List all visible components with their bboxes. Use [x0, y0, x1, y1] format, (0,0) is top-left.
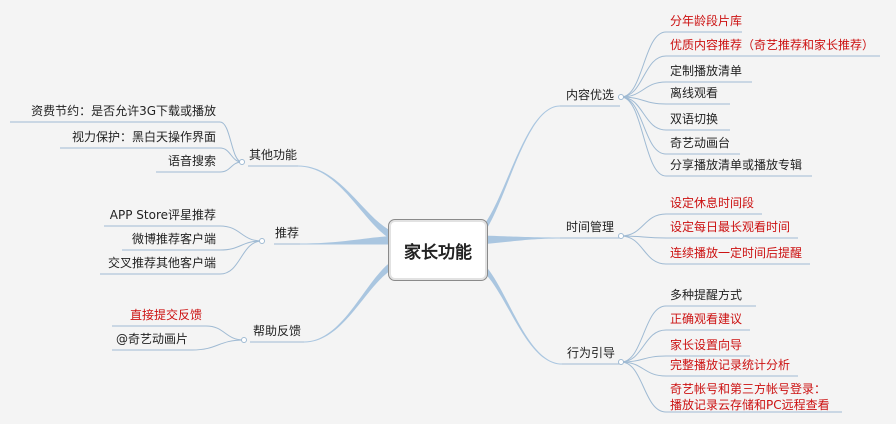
topic-feedback-1[interactable]: @奇艺动画片 — [116, 332, 189, 346]
branch-label-behavior[interactable]: 行为引导 — [566, 346, 615, 360]
branch-collapse-handle-recommend — [259, 238, 265, 244]
branch-label-other[interactable]: 其他功能 — [248, 148, 297, 162]
item-connector — [219, 225, 263, 242]
topic-behavior-4-line2[interactable]: 播放记录云存储和PC远程查看 — [670, 398, 830, 412]
branch-connector-other — [298, 165, 408, 245]
item-connector — [620, 55, 667, 98]
central-topic[interactable]: 家长功能 — [388, 219, 488, 281]
topic-other-1[interactable]: 视力保护：黑白天操作界面 — [71, 130, 216, 144]
topic-time-1[interactable]: 设定每日最长观看时间 — [670, 220, 791, 234]
central-topic-label: 家长功能 — [404, 242, 472, 263]
item-connector — [219, 121, 243, 163]
topic-content-1[interactable]: 优质内容推荐（奇艺推荐和家长推荐） — [670, 38, 875, 52]
branch-label-content[interactable]: 内容优选 — [565, 88, 614, 102]
topic-content-0[interactable]: 分年龄段片库 — [670, 14, 743, 28]
topic-behavior-0[interactable]: 多种提醒方式 — [670, 288, 743, 302]
branch-label-feedback[interactable]: 帮助反馈 — [252, 324, 301, 338]
branch-connector-feedback — [304, 255, 408, 343]
item-connector — [620, 213, 667, 237]
topic-other-2[interactable]: 语音搜索 — [167, 154, 216, 168]
topic-behavior-1[interactable]: 正确观看建议 — [670, 312, 743, 326]
topic-content-2[interactable]: 定制播放清单 — [670, 64, 743, 78]
branch-collapse-handle-behavior — [618, 359, 624, 365]
topic-time-2[interactable]: 连续播放一定时间后提醒 — [670, 246, 803, 260]
topic-content-6[interactable]: 分享播放清单或播放专辑 — [670, 158, 803, 172]
branch-collapse-handle-other — [239, 159, 245, 165]
topic-recommend-1[interactable]: 微博推荐客户端 — [131, 232, 216, 246]
branch-label-time[interactable]: 时间管理 — [565, 220, 614, 234]
topic-behavior-2[interactable]: 家长设置向导 — [670, 338, 743, 352]
topic-behavior-3[interactable]: 完整播放记录统计分析 — [670, 358, 791, 372]
item-connector — [620, 96, 667, 177]
branch-collapse-handle-feedback — [241, 337, 247, 343]
item-connector — [191, 339, 245, 351]
topic-recommend-0[interactable]: APP Store评星推荐 — [109, 208, 216, 222]
item-connector — [205, 325, 245, 341]
topic-other-0[interactable]: 资费节约：是否允许3G下载或播放 — [31, 104, 216, 118]
branch-label-recommend[interactable]: 推荐 — [274, 226, 299, 240]
item-connector — [219, 147, 243, 163]
item-connector — [620, 329, 667, 363]
item-connector — [219, 240, 263, 275]
item-connector — [620, 81, 667, 98]
branch-collapse-handle-content — [618, 94, 624, 100]
topic-behavior-4[interactable]: 奇艺帐号和第三方帐号登录： — [670, 382, 827, 396]
item-connector — [620, 96, 667, 155]
topic-time-0[interactable]: 设定休息时间段 — [670, 196, 755, 210]
item-connector — [620, 361, 667, 377]
item-connector — [620, 31, 667, 98]
item-connector — [620, 361, 667, 413]
item-connector — [620, 235, 667, 265]
branch-connector-time — [468, 235, 560, 245]
branch-connector-recommend — [300, 235, 408, 245]
item-connector — [219, 161, 243, 173]
topic-feedback-0[interactable]: 直接提交反馈 — [129, 308, 202, 322]
topic-content-5[interactable]: 奇艺动画台 — [670, 136, 731, 150]
branch-collapse-handle-time — [618, 233, 624, 239]
topic-recommend-2[interactable]: 交叉推荐其他客户端 — [107, 256, 216, 270]
item-connector — [620, 305, 667, 363]
topic-content-4[interactable]: 双语切换 — [670, 112, 719, 126]
topic-content-3[interactable]: 离线观看 — [670, 86, 719, 100]
